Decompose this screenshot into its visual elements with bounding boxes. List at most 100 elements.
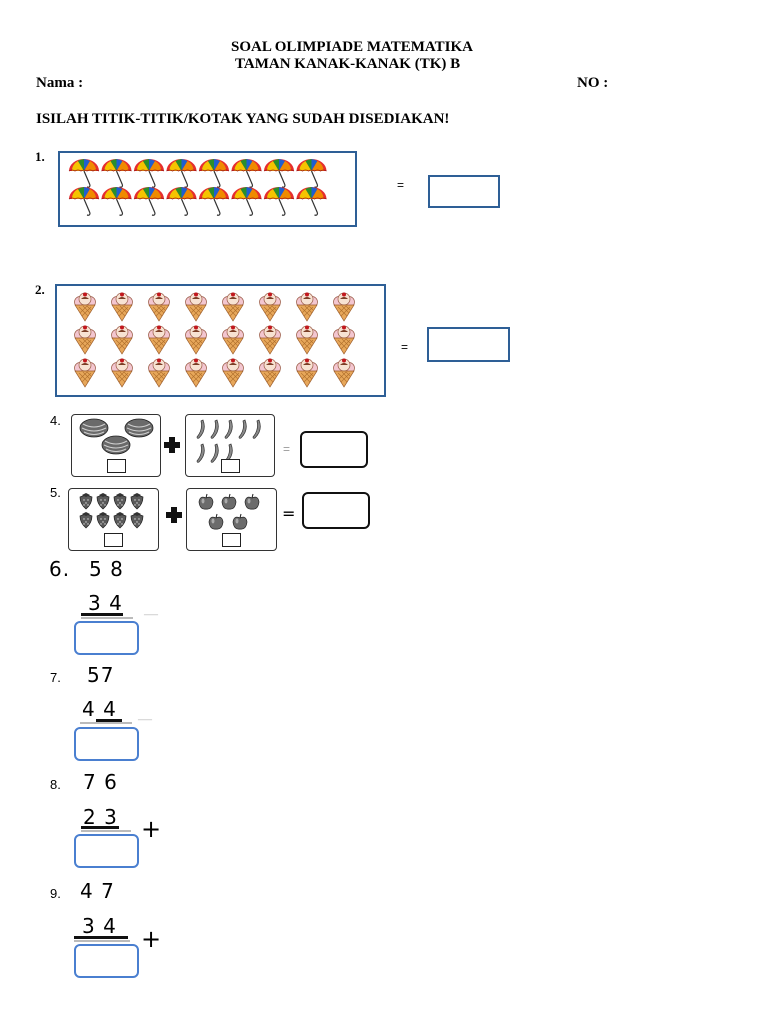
umbrella-icon bbox=[263, 158, 295, 188]
umbrella-icon bbox=[165, 186, 198, 216]
ice-cream-icon bbox=[259, 358, 281, 388]
worksheet-title: SOAL OLIMPIADE MATEMATIKA bbox=[231, 39, 473, 55]
apple-icon bbox=[208, 513, 224, 530]
ice-cream-icon bbox=[222, 292, 244, 322]
ice-cream-icon bbox=[111, 358, 133, 388]
ice-cream-icon bbox=[333, 358, 355, 388]
question-7-number: 7. bbox=[50, 670, 61, 685]
question-4-left-count-box[interactable] bbox=[107, 459, 126, 473]
question-9-top-operand: 4 7 bbox=[80, 879, 115, 903]
ice-cream-icon bbox=[222, 358, 244, 388]
question-8-underline-shadow bbox=[81, 830, 131, 832]
umbrella-icon bbox=[198, 186, 230, 216]
question-1-equals: = bbox=[397, 178, 405, 192]
question-2-equals: = bbox=[401, 340, 409, 354]
ice-cream-icon bbox=[296, 358, 318, 388]
question-8-underline bbox=[81, 826, 119, 829]
ice-cream-icon bbox=[74, 292, 96, 322]
umbrella-icon bbox=[165, 158, 198, 188]
question-4-number: 4. bbox=[50, 413, 61, 428]
strawberry-icon bbox=[130, 511, 144, 529]
question-7-underline-shadow bbox=[80, 722, 132, 724]
question-7-answer-box[interactable] bbox=[74, 727, 139, 761]
strawberry-icon bbox=[130, 492, 144, 510]
worksheet-subtitle: TAMAN KANAK-KANAK (TK) B bbox=[235, 56, 461, 72]
question-1-answer-box[interactable] bbox=[428, 175, 500, 208]
ice-cream-icon bbox=[74, 325, 96, 355]
strawberry-icon bbox=[113, 492, 127, 510]
question-4-watermelon-box bbox=[71, 414, 161, 477]
umbrella-icon bbox=[230, 158, 263, 188]
number-label: NO : bbox=[577, 75, 609, 91]
apple-icon bbox=[198, 493, 214, 510]
ice-cream-icon bbox=[74, 358, 96, 388]
umbrella-icon bbox=[68, 158, 100, 188]
umbrella-icon bbox=[230, 186, 263, 216]
question-5-answer-box[interactable] bbox=[302, 492, 370, 529]
banana-icon bbox=[210, 443, 219, 463]
question-9-underline bbox=[74, 936, 128, 939]
question-2-answer-box[interactable] bbox=[427, 327, 510, 362]
umbrella-icon bbox=[133, 186, 165, 216]
ice-cream-icon bbox=[296, 292, 318, 322]
umbrella-icon bbox=[263, 186, 295, 216]
question-4-answer-box[interactable] bbox=[300, 431, 368, 468]
watermelon-icon bbox=[79, 418, 109, 438]
ice-cream-group bbox=[74, 292, 355, 388]
umbrella-icon bbox=[68, 186, 100, 216]
banana-icon bbox=[196, 443, 205, 463]
ice-cream-icon bbox=[333, 325, 355, 355]
question-4-banana-box bbox=[185, 414, 275, 477]
question-5-number: 5. bbox=[50, 485, 61, 500]
question-6-number: 6. bbox=[49, 557, 71, 581]
question-6-bottom-operand: 3 4 bbox=[88, 591, 123, 615]
strawberry-icon bbox=[79, 511, 93, 529]
ice-cream-icon bbox=[148, 292, 170, 322]
question-5-right-count-box[interactable] bbox=[222, 533, 241, 547]
watermelon-icon bbox=[124, 418, 154, 438]
question-6-underline-shadow bbox=[81, 617, 133, 619]
question-4-equals: = bbox=[283, 442, 291, 456]
question-5-strawberry-box bbox=[68, 488, 159, 551]
ice-cream-icon bbox=[185, 292, 207, 322]
question-9-answer-box[interactable] bbox=[74, 944, 139, 978]
question-5-left-count-box[interactable] bbox=[104, 533, 123, 547]
question-6-top-operand: 5 8 bbox=[89, 557, 124, 581]
banana-icon bbox=[210, 419, 219, 439]
question-6-operator: — bbox=[144, 607, 158, 622]
question-5-equals: = bbox=[282, 504, 296, 523]
question-2-number: 2. bbox=[35, 282, 45, 297]
umbrella-group bbox=[68, 158, 328, 216]
question-6-answer-box[interactable] bbox=[74, 621, 139, 655]
ice-cream-icon bbox=[148, 358, 170, 388]
strawberry-icon bbox=[96, 511, 110, 529]
umbrella-icon bbox=[295, 186, 328, 216]
banana-icon bbox=[238, 419, 247, 439]
question-7-underline bbox=[96, 719, 122, 722]
question-8-top-operand: 7 6 bbox=[83, 770, 118, 794]
name-label: Nama : bbox=[36, 75, 84, 91]
question-8-answer-box[interactable] bbox=[74, 834, 139, 868]
question-8-number: 8. bbox=[50, 777, 61, 792]
instruction-text: ISILAH TITIK-TITIK/KOTAK YANG SUDAH DISE… bbox=[36, 111, 450, 127]
ice-cream-icon bbox=[259, 292, 281, 322]
strawberry-icon bbox=[79, 492, 93, 510]
apple-icon bbox=[221, 493, 237, 510]
question-9-operator: + bbox=[141, 925, 162, 953]
ice-cream-icon bbox=[259, 325, 281, 355]
umbrella-icon bbox=[198, 158, 230, 188]
plus-icon bbox=[162, 435, 182, 455]
ice-cream-icon bbox=[185, 325, 207, 355]
question-4-right-count-box[interactable] bbox=[221, 459, 240, 473]
ice-cream-icon bbox=[111, 292, 133, 322]
ice-cream-icon bbox=[222, 325, 244, 355]
ice-cream-icon bbox=[296, 325, 318, 355]
question-1-number: 1. bbox=[35, 149, 45, 164]
strawberry-icon bbox=[113, 511, 127, 529]
question-8-operator: + bbox=[141, 815, 162, 843]
umbrella-icon bbox=[133, 158, 165, 188]
question-7-bottom-operand: 4 4 bbox=[82, 697, 117, 721]
question-9-bottom-operand: 3 4 bbox=[82, 914, 117, 938]
umbrella-icon bbox=[100, 186, 133, 216]
question-7-top-operand: 57 bbox=[87, 663, 115, 687]
